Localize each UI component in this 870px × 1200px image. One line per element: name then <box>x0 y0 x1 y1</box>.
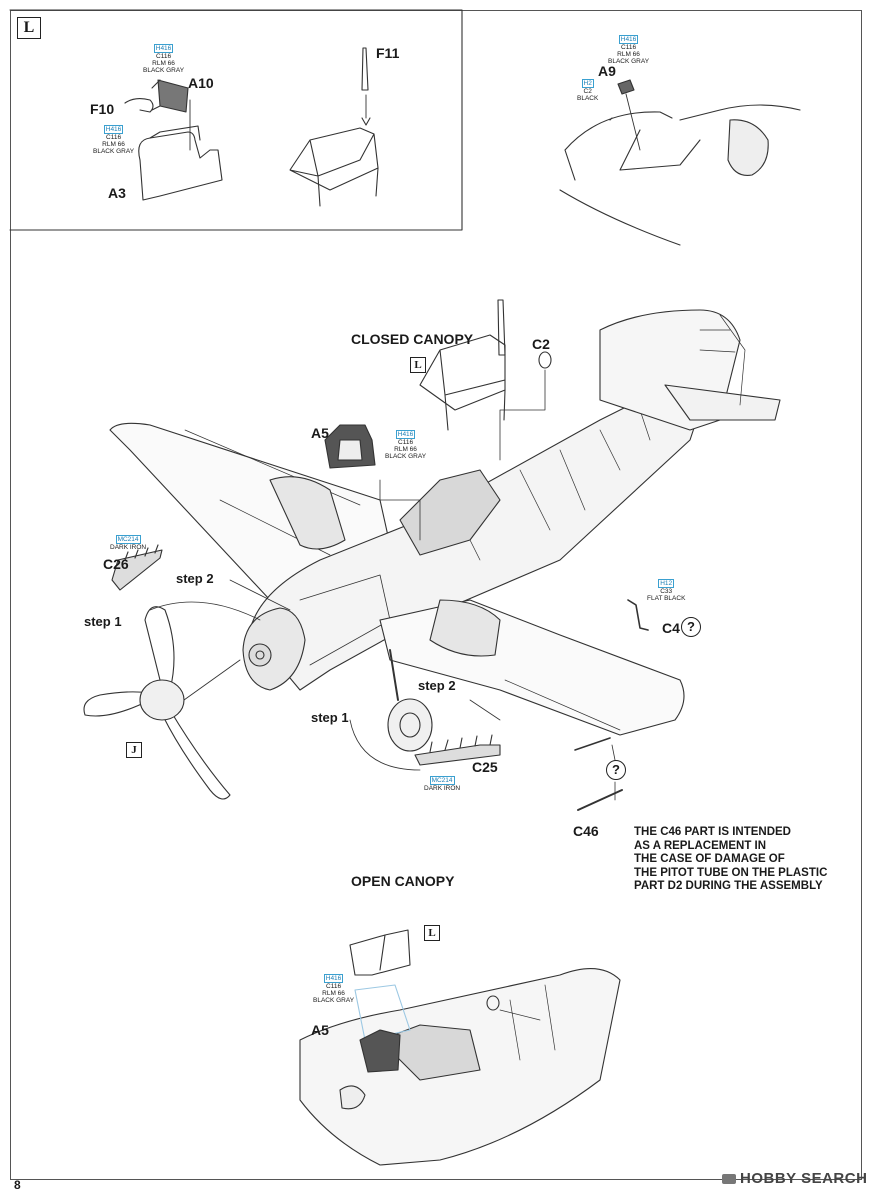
label-a5-open: A5 <box>311 1022 329 1038</box>
paint-callout-a3: H416 C116 RLM 66 BLACK GRAY <box>93 125 135 155</box>
section-title-open-canopy: OPEN CANOPY <box>351 873 455 889</box>
propeller-blade-top <box>144 606 175 691</box>
label-step1-bottom: step 1 <box>311 710 349 725</box>
label-step1-top: step 1 <box>84 614 122 629</box>
paint-callout-a10: H416 C116 RLM 66 BLACK GRAY <box>143 44 185 74</box>
canopy-frame-subassembly <box>289 127 379 207</box>
paint-callout-a5: H416 C116 RLM 66 BLACK GRAY <box>385 430 427 460</box>
label-c4: C4 <box>662 620 680 636</box>
step-marker-l-closed: L <box>410 357 426 373</box>
part-a10 <box>157 79 189 113</box>
label-f10: F10 <box>90 101 115 117</box>
label-step2-bottom: step 2 <box>418 678 456 693</box>
label-c26: C26 <box>103 556 129 572</box>
part-f10 <box>124 97 154 113</box>
fuselage-detail-top <box>559 104 801 246</box>
label-c2: C2 <box>532 336 550 352</box>
canopy-closed <box>419 334 506 431</box>
engine-cowling <box>242 607 306 691</box>
paint-callout-a9-black: H2 C2 BLACK <box>577 79 599 102</box>
label-a9: A9 <box>598 63 616 79</box>
watermark-logo-icon <box>722 1174 736 1185</box>
subassembly-panel <box>9 9 463 231</box>
label-c46: C46 <box>573 823 599 839</box>
label-a5: A5 <box>311 425 329 441</box>
label-c25: C25 <box>472 759 498 775</box>
label-a3: A3 <box>108 185 126 201</box>
part-c46 <box>577 789 623 811</box>
paint-callout-a9: H416 C116 RLM 66 BLACK GRAY <box>608 35 650 65</box>
unknown-c46-icon: ? <box>606 760 626 780</box>
part-a3 <box>138 131 223 201</box>
cockpit <box>399 469 501 556</box>
horizontal-stabilizer <box>664 384 781 421</box>
step-marker-j: J <box>126 742 142 758</box>
watermark: HOBBY SEARCH <box>722 1170 867 1187</box>
paint-callout-c25: MC214 DARK IRON <box>424 776 461 792</box>
part-f11 <box>361 47 369 91</box>
fuselage <box>249 399 701 691</box>
spinner <box>139 679 185 721</box>
step-marker-l: L <box>17 17 41 39</box>
part-c25 <box>414 744 501 766</box>
paint-callout-c26: MC214 DARK IRON <box>110 535 147 551</box>
label-f11: F11 <box>376 45 400 61</box>
page-number: 8 <box>14 1178 21 1192</box>
landing-gear-strut <box>389 649 399 701</box>
paint-callout-a5-open: H416 C116 RLM 66 BLACK GRAY <box>313 974 355 1004</box>
unknown-c4-icon: ? <box>681 617 701 637</box>
propeller-blade-left <box>83 691 151 717</box>
step-marker-l-open: L <box>424 925 440 941</box>
part-a9 <box>617 79 635 95</box>
label-a10: A10 <box>188 75 214 91</box>
section-title-closed-canopy: CLOSED CANOPY <box>351 331 474 347</box>
label-step2-top: step 2 <box>176 571 214 586</box>
part-c2 <box>538 351 552 369</box>
canopy-open <box>349 929 411 976</box>
c46-note: THE C46 PART IS INTENDED AS A REPLACEMEN… <box>634 826 828 892</box>
landing-gear-wheel <box>387 698 433 752</box>
propeller-blade-bottom <box>162 709 231 800</box>
paint-callout-c4: H12 C33 FLAT BLACK <box>647 579 686 602</box>
part-c4 <box>627 599 649 631</box>
